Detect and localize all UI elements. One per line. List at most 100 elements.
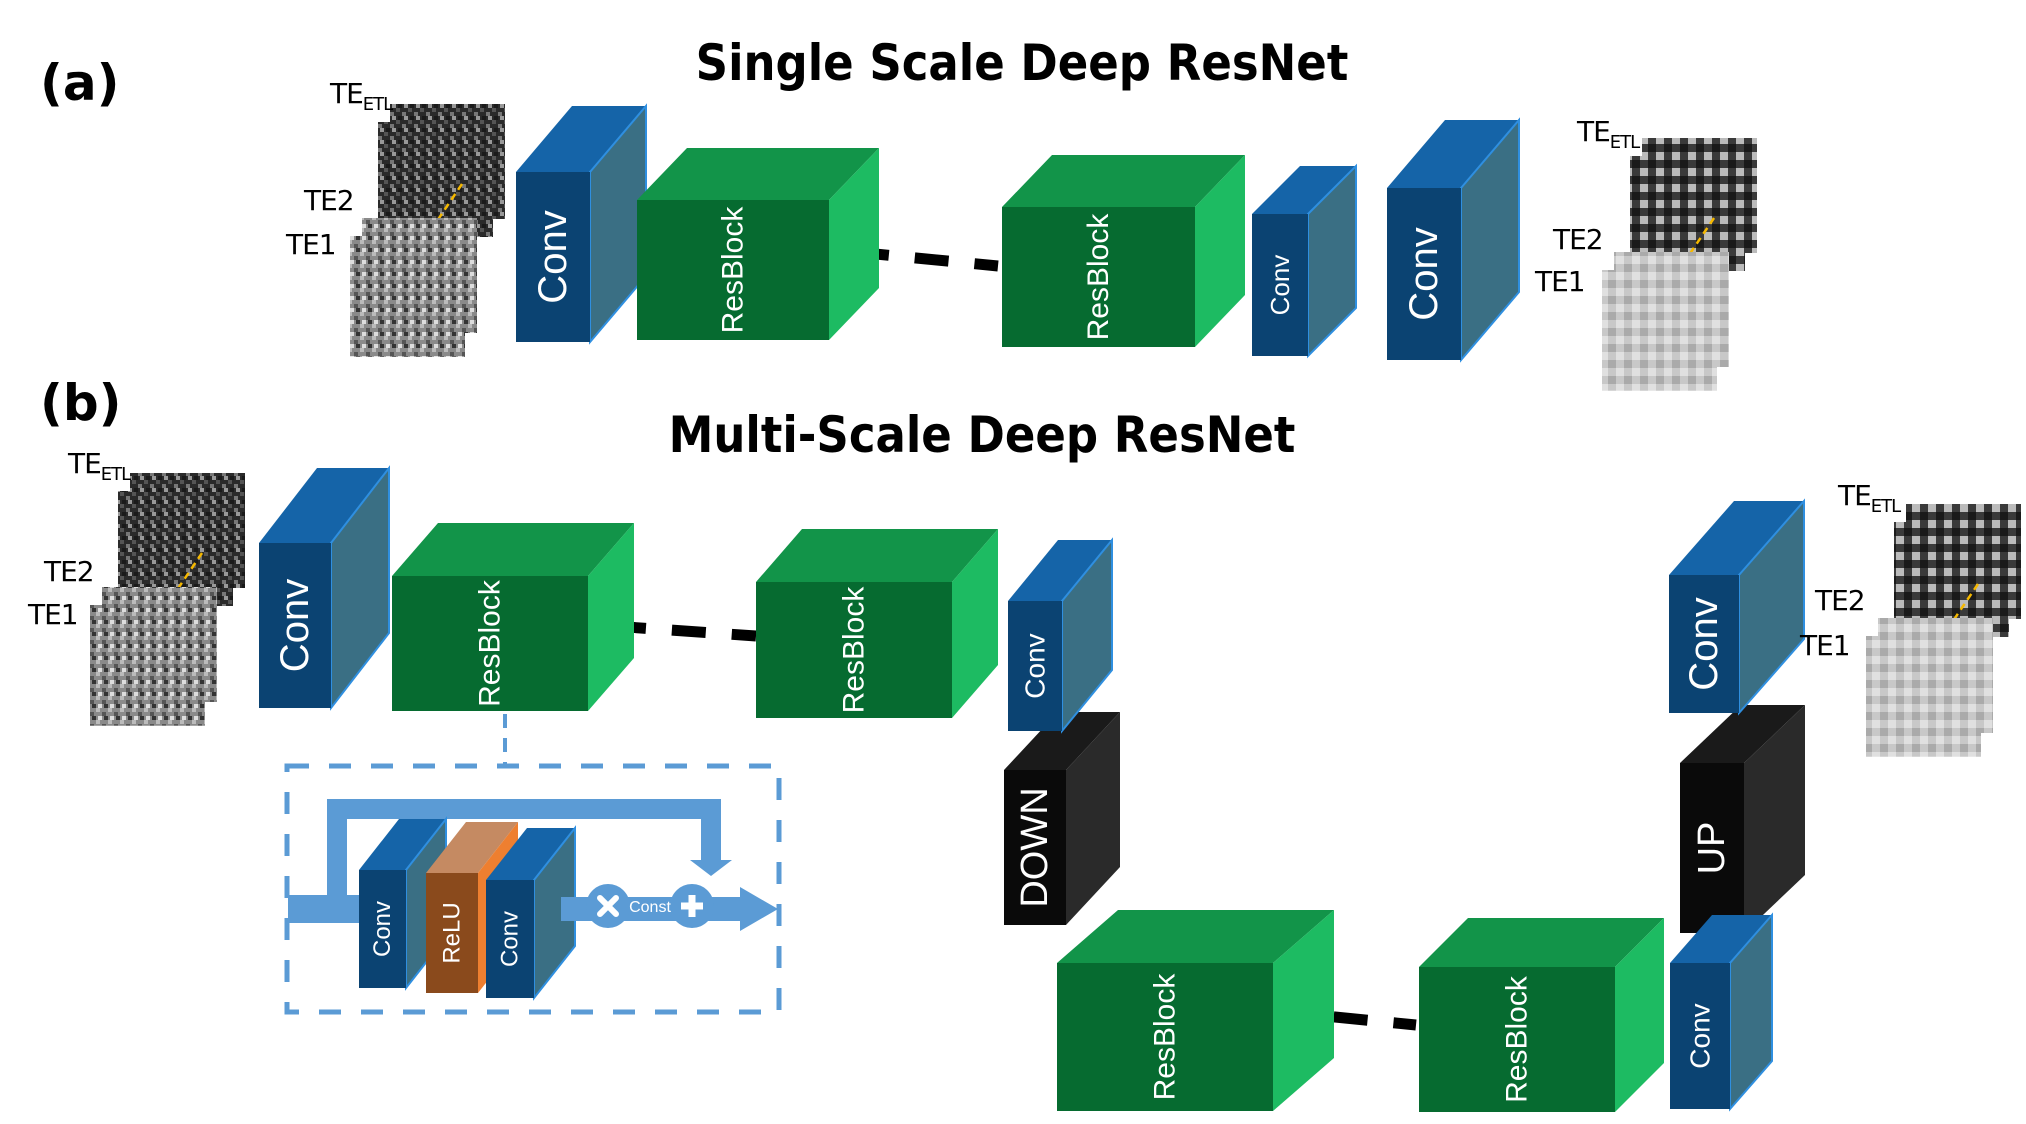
panel-a-label: (a) — [40, 54, 120, 112]
block-b-down: DOWN — [1004, 712, 1120, 925]
panel-a-output-te2-label: TE2 — [1553, 223, 1604, 256]
block-a-resblock-1-side-face — [829, 148, 879, 340]
block-a-resblock-2-top-face — [1002, 155, 1245, 207]
panel-b-input-images-annotation-line — [173, 552, 204, 594]
block-a-conv-in: Conv — [516, 103, 647, 345]
block-a-conv-mid-top-face — [1252, 166, 1356, 214]
inset-layers: Conv ReLU Conv — [359, 816, 576, 1001]
te-sub-text: ETL — [100, 464, 131, 485]
te-main-text: TE — [68, 447, 102, 480]
te-sub-text: ETL — [1870, 496, 1901, 517]
block-a-resblock-2-side-face — [1195, 155, 1245, 347]
block-b-up-front-face — [1680, 763, 1744, 933]
block-b-resblock-2-front-face — [756, 582, 952, 718]
te-main-text: TE — [1838, 479, 1872, 512]
block-a-conv-mid-label: Conv — [1265, 255, 1295, 316]
block-b-resblock-4: ResBlock — [1419, 918, 1664, 1112]
panel-b-title: Multi-Scale Deep ResNet — [668, 406, 1296, 464]
block-a-conv-in-front-face — [516, 172, 590, 342]
block-b-up-side-face — [1744, 705, 1805, 933]
panel-b-output-te2-label: TE2 — [1815, 584, 1866, 617]
panel-b-output-te1-label: TE1 — [1800, 629, 1851, 662]
panel-b-output-images — [1866, 504, 2021, 757]
inset-layer-conv-2: Conv — [486, 825, 576, 1001]
block-a-conv-out-label: Conv — [1402, 227, 1446, 320]
block-b-down-side-face — [1066, 712, 1120, 925]
panel-a-output-images-etl-front — [1630, 156, 1745, 271]
panel-b-input-images — [90, 473, 245, 726]
block-b-up-top-face — [1680, 705, 1805, 763]
block-b-resblock-3-label: ResBlock — [1149, 973, 1182, 1101]
block-a-resblock-1: ResBlock — [637, 148, 879, 340]
te-main-text: TE — [330, 77, 364, 110]
te-sub-text: ETL — [1609, 132, 1640, 153]
block-b-resblock-1-front-face — [392, 576, 588, 711]
image-stacks-layer — [90, 104, 2021, 757]
block-a-conv-out: Conv — [1387, 117, 1520, 363]
block-b-resblock-2-side-face — [952, 529, 998, 718]
inset-output-arrowhead — [740, 887, 778, 931]
block-b-resblock-3: ResBlock — [1057, 910, 1334, 1111]
block-b-resblock-4-top-face — [1419, 918, 1664, 967]
block-b-up: UP — [1680, 705, 1805, 933]
block-b-conv-2-top-face — [1008, 540, 1112, 601]
block-a-resblock-2-front-face — [1002, 207, 1195, 347]
block-b-down-front-face — [1004, 770, 1066, 925]
block-b-down-top-face — [1004, 712, 1120, 770]
block-b-resblock-3-side-face — [1273, 910, 1334, 1111]
panel-a-input-images-te1-image — [350, 236, 465, 357]
block-b-resblock-1-side-face — [588, 523, 634, 711]
panel-a-output-images-te1-image — [1602, 270, 1717, 391]
block-a-resblock-1-label: ResBlock — [717, 206, 750, 334]
panel-b-input-te-etl-label: TEETL — [68, 447, 131, 485]
inset-skip-arrowhead — [690, 860, 732, 876]
block-b-conv-3-front-face — [1670, 963, 1730, 1109]
block-a-conv-mid: Conv — [1252, 163, 1357, 359]
inset-layer-conv-2-front-face — [486, 880, 534, 998]
block-b-conv-in: Conv — [259, 465, 390, 711]
block-b-conv-2-label: Conv — [1020, 633, 1051, 698]
block-b-conv-out-top-face — [1669, 501, 1804, 575]
block-b-conv-3: Conv — [1670, 912, 1773, 1112]
panel-a-input-te2-label: TE2 — [304, 184, 355, 217]
inset-layer-relu-front-face — [426, 873, 478, 993]
panel-b-output-te-etl-label: TEETL — [1838, 479, 1901, 517]
panel-a-output-te-etl-label: TEETL — [1577, 115, 1640, 153]
block-b-conv-in-top-face — [259, 468, 389, 543]
block-b-conv-out: Conv — [1669, 498, 1805, 716]
block-b-resblock-1-top-face — [392, 523, 634, 576]
block-a-resblock-2-label: ResBlock — [1082, 213, 1115, 341]
block-b-conv-in-label: Conv — [273, 579, 317, 672]
multiply-glyph — [597, 895, 619, 917]
block-b-resblock-2: ResBlock — [756, 529, 998, 718]
te-main-text: TE — [1577, 115, 1611, 148]
panel-a-title: Single Scale Deep ResNet — [695, 34, 1349, 92]
panel-b-input-te2-label: TE2 — [44, 555, 95, 588]
inset-layer-relu-label: ReLU — [439, 902, 466, 963]
panel-a-input-te1-label: TE1 — [286, 228, 337, 261]
inset-layer-relu-top-face — [426, 822, 518, 873]
inset-input-flow — [288, 895, 368, 923]
multiply-icon — [586, 884, 630, 928]
panel-b-label: (b) — [40, 374, 122, 432]
inset-layer-conv-2-top-face — [486, 828, 575, 880]
inset-layer-conv-1-label: Conv — [369, 901, 396, 957]
te-sub-text: ETL — [362, 94, 393, 115]
block-b-resblock-1-label: ResBlock — [474, 579, 507, 707]
block-b-resblock-1: ResBlock — [392, 523, 634, 711]
block-b-conv-2: Conv — [1008, 537, 1113, 734]
panel-a-output-te1-label: TE1 — [1535, 265, 1586, 298]
block-b-resblock-2-top-face — [756, 529, 998, 582]
block-b-up-label: UP — [1691, 822, 1733, 875]
block-b-resblock-3-front-face — [1057, 963, 1273, 1111]
panel-a-output-images-annotation-line — [1685, 217, 1716, 259]
panel-a-input-te-etl-label: TEETL — [330, 77, 393, 115]
panel-b-input-te1-label: TE1 — [28, 598, 79, 631]
panel-a-input-images-etl-front — [378, 122, 493, 237]
inset-dashed-border — [284, 763, 782, 1015]
panel-b-input-images-etl-front — [118, 491, 233, 606]
block-b-conv-out-front-face — [1669, 575, 1739, 713]
panel-b-output-images-te1-image — [1866, 636, 1981, 757]
